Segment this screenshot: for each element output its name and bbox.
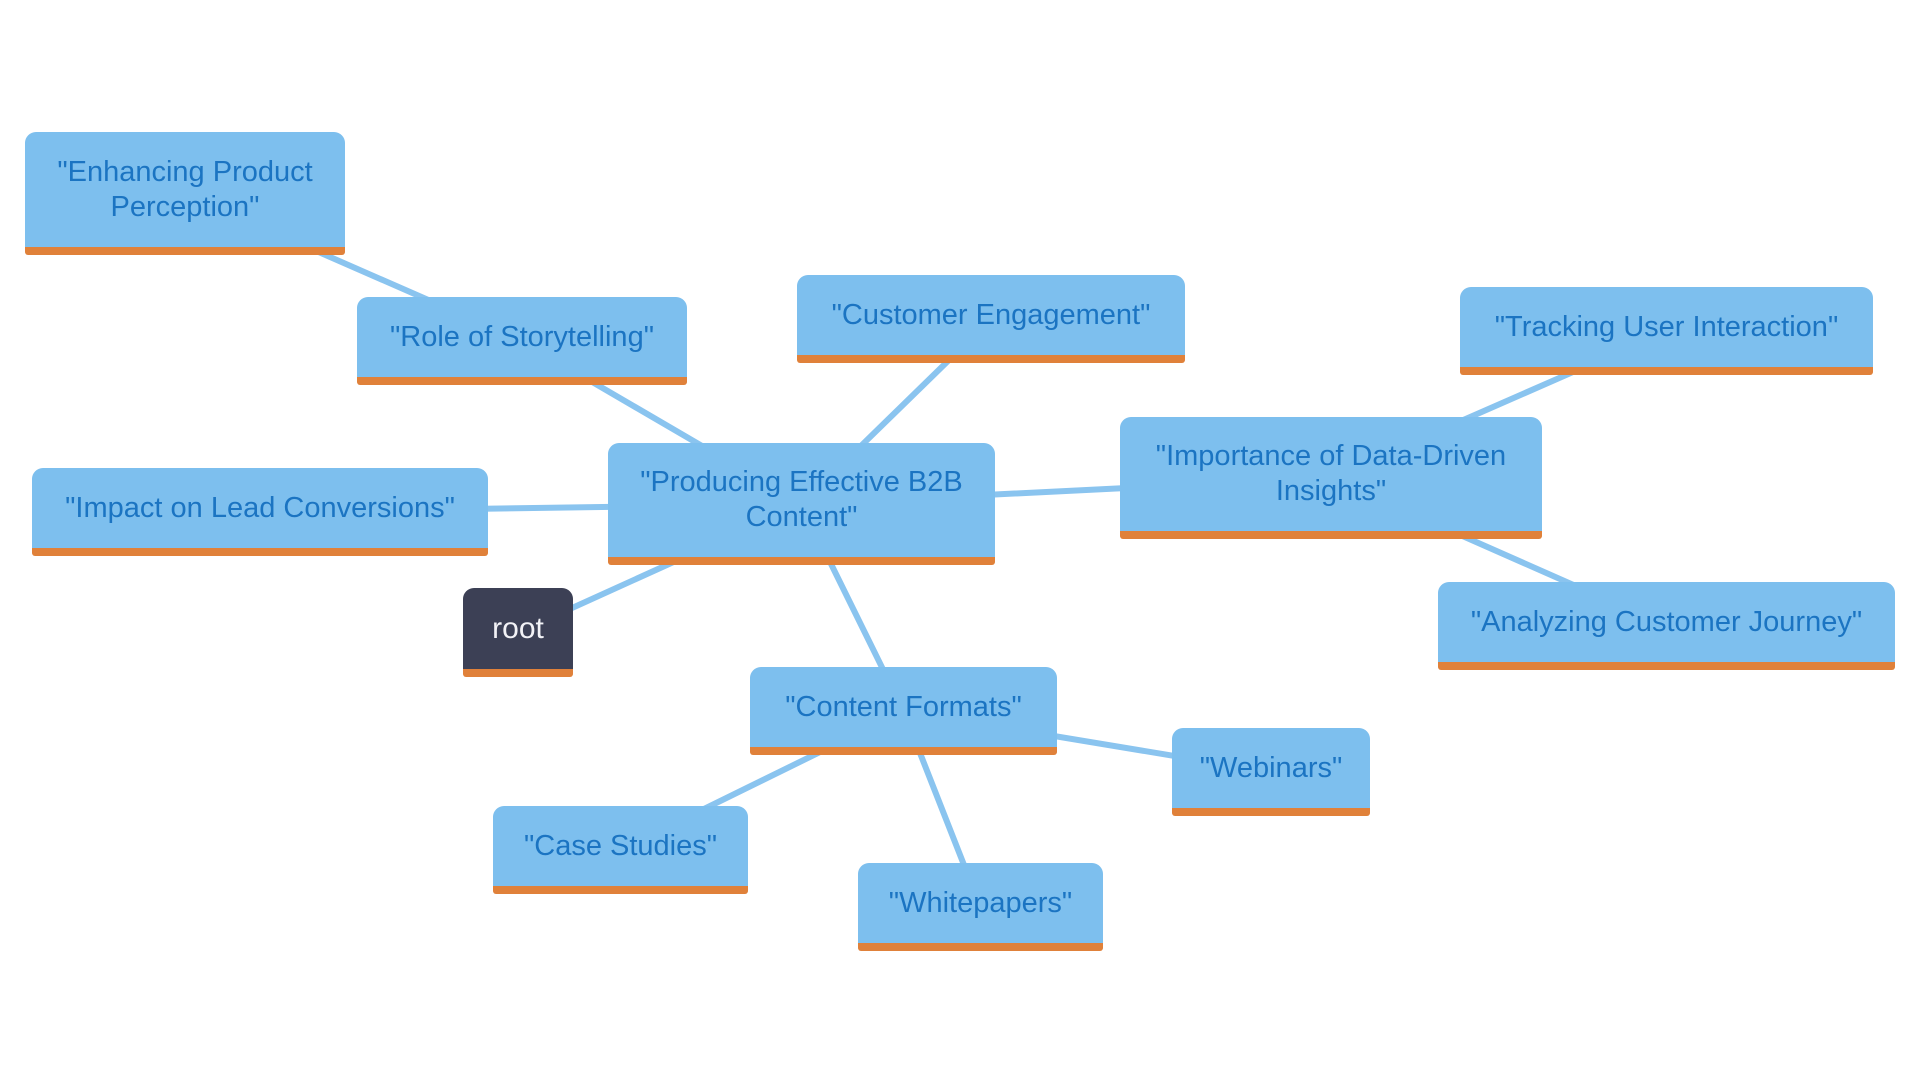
node-label: "Producing Effective B2B Content" bbox=[640, 466, 963, 533]
node-analyzing-customer-journey: "Analyzing Customer Journey" bbox=[1438, 582, 1895, 670]
node-impact-on-lead-conversions: "Impact on Lead Conversions" bbox=[32, 468, 488, 556]
node-label: "Role of Storytelling" bbox=[390, 320, 654, 353]
node-importance-of-data-driven-insights: "Importance of Data-Driven Insights" bbox=[1120, 417, 1542, 539]
node-root: root bbox=[463, 588, 573, 677]
node-tracking-user-interaction: "Tracking User Interaction" bbox=[1460, 287, 1873, 375]
node-label: "Customer Engagement" bbox=[831, 298, 1151, 331]
node-label: root bbox=[492, 611, 544, 645]
node-webinars: "Webinars" bbox=[1172, 728, 1370, 816]
node-label: "Whitepapers" bbox=[888, 886, 1073, 919]
node-content-formats: "Content Formats" bbox=[750, 667, 1057, 755]
node-label: "Impact on Lead Conversions" bbox=[65, 491, 455, 524]
node-label: "Case Studies" bbox=[523, 829, 718, 862]
node-customer-engagement: "Customer Engagement" bbox=[797, 275, 1185, 363]
node-label: "Analyzing Customer Journey" bbox=[1470, 605, 1863, 638]
node-case-studies: "Case Studies" bbox=[493, 806, 748, 894]
node-label: "Importance of Data-Driven Insights" bbox=[1155, 440, 1507, 507]
node-producing-effective-b2b-content: "Producing Effective B2B Content" bbox=[608, 443, 995, 565]
node-role-of-storytelling: "Role of Storytelling" bbox=[357, 297, 687, 385]
node-label: "Webinars" bbox=[1199, 751, 1343, 784]
node-enhancing-product-perception: "Enhancing Product Perception" bbox=[25, 132, 345, 255]
node-label: "Enhancing Product Perception" bbox=[57, 155, 313, 223]
node-whitepapers: "Whitepapers" bbox=[858, 863, 1103, 951]
node-label: "Content Formats" bbox=[785, 690, 1022, 723]
node-label: "Tracking User Interaction" bbox=[1494, 310, 1839, 343]
